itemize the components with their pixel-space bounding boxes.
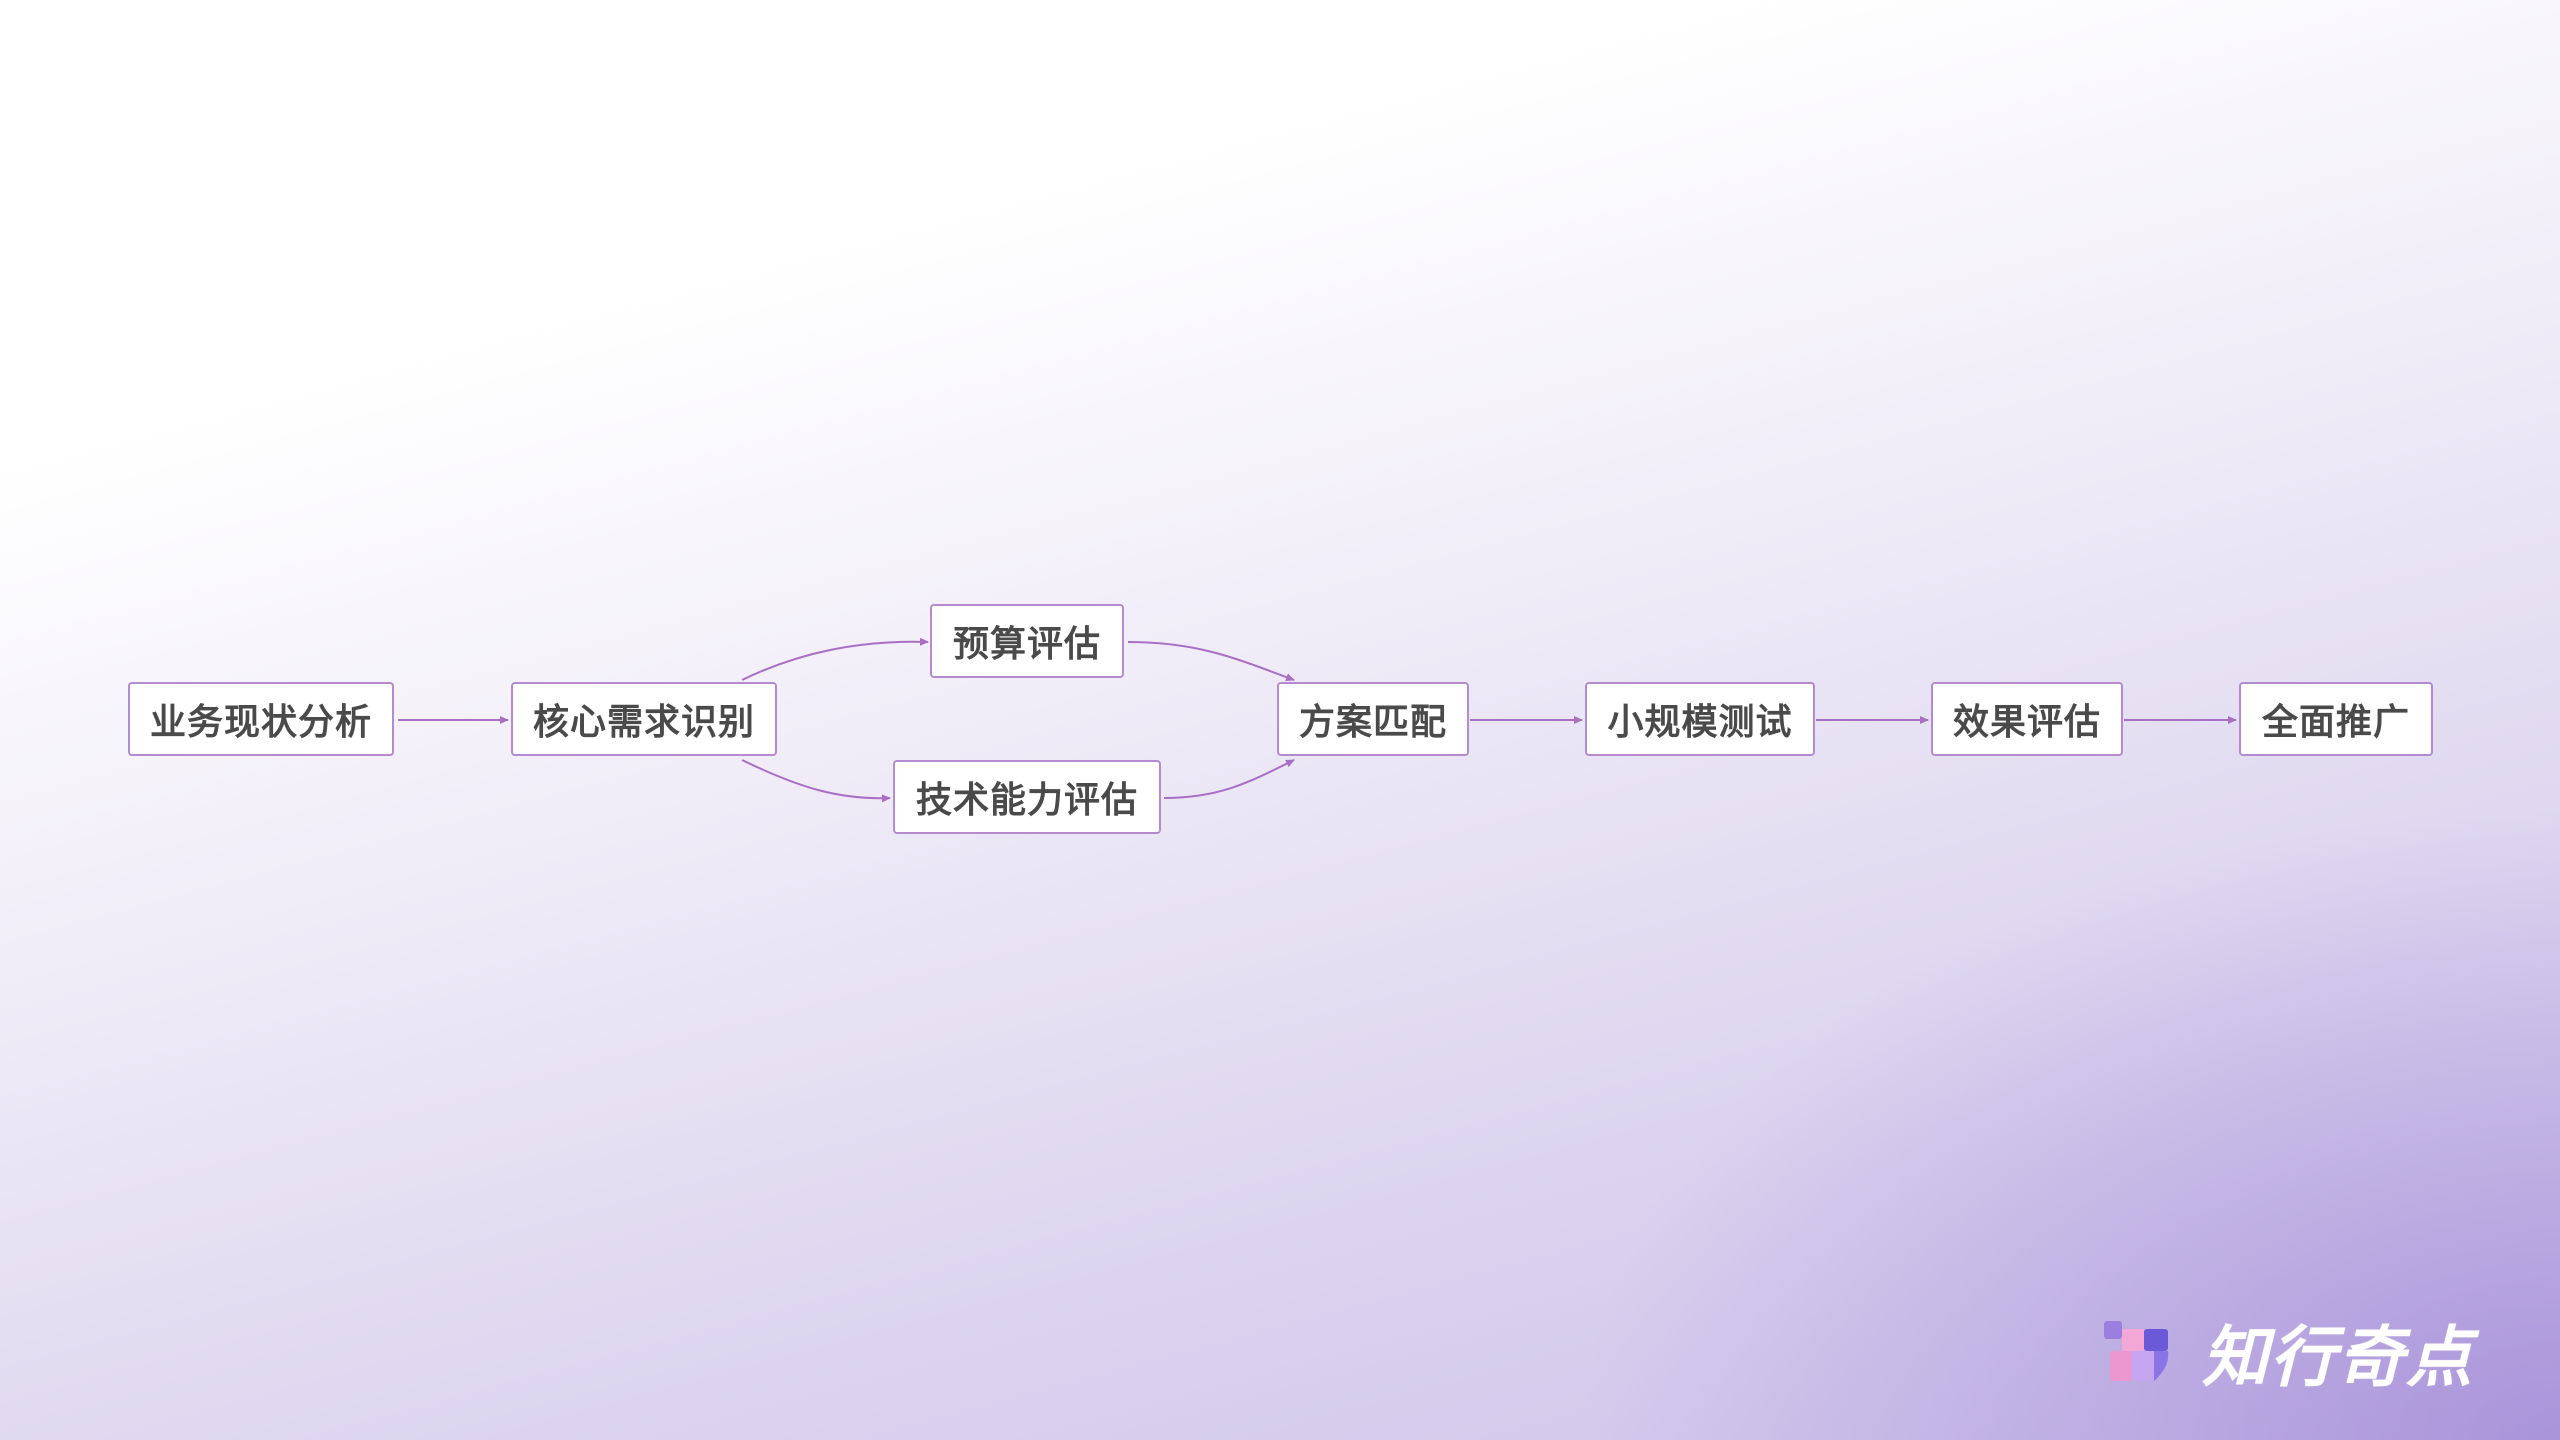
edge-n2-n3: [741, 637, 929, 681]
node-effect-evaluation: 效果评估: [1931, 682, 2123, 756]
brand-name: 知行奇点: [2202, 1319, 2474, 1396]
brand-logo: 知行奇点: [2100, 1312, 2474, 1396]
node-tech-capability-assessment: 技术能力评估: [893, 760, 1161, 834]
node-core-needs-identification: 核心需求识别: [511, 682, 777, 756]
node-budget-assessment: 预算评估: [930, 604, 1124, 678]
edge-n4-n5: [1163, 759, 1295, 799]
edge-n2-n4: [741, 759, 891, 803]
brand-logo-icon: [2100, 1315, 2174, 1389]
edge-n3-n5: [1127, 641, 1295, 681]
node-small-scale-test: 小规模测试: [1585, 682, 1815, 756]
node-solution-matching: 方案匹配: [1277, 682, 1469, 756]
node-business-status-analysis: 业务现状分析: [128, 682, 394, 756]
node-full-rollout: 全面推广: [2239, 682, 2433, 756]
